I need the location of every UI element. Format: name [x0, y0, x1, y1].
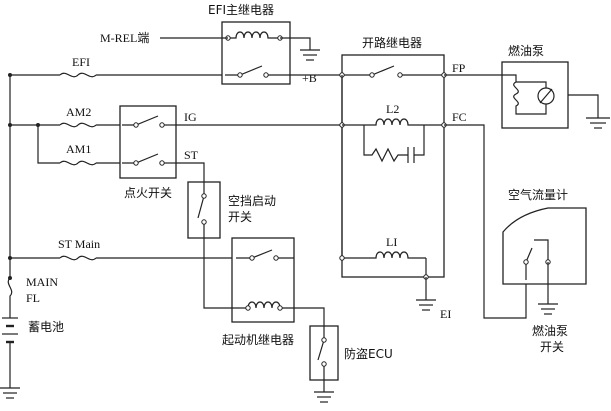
ignition-switch-label: 点火开关 [124, 186, 172, 200]
ignition-switch-st-contact [122, 153, 176, 166]
ignition-switch-ig-contact [122, 115, 176, 128]
battery-symbol [2, 317, 18, 344]
immobilizer-ground-icon [314, 391, 334, 403]
st-label: ST [184, 148, 199, 162]
starter-relay-switch [236, 249, 294, 261]
b-plus-label: +B [302, 71, 317, 85]
fc-label: FC [452, 110, 467, 124]
fuel-pump-switch-contact [523, 239, 551, 304]
battery-label: 蓄电池 [28, 320, 64, 334]
am1-fuse-label: AM1 [66, 142, 91, 156]
airflow-meter-label: 空气流量计 [508, 187, 568, 202]
am2-fuse-label: AM2 [66, 105, 91, 119]
fc-wire [444, 124, 527, 319]
starter-relay-coil [236, 301, 292, 311]
fuel-pump-label: 燃油泵 [508, 43, 544, 58]
l2-label: L2 [386, 102, 399, 116]
circuit-opening-relay [341, 54, 445, 278]
starter-relay-label: 起动机继电器 [222, 333, 294, 347]
fuel-pump-switch-ground-icon [538, 303, 558, 315]
l2-rc-snubber [363, 125, 425, 163]
m-rel-label: M-REL端 [100, 31, 149, 45]
neutral-start-switch-contact [197, 182, 207, 238]
l1-coil [339, 251, 426, 261]
st-main-fuse [59, 255, 97, 261]
main-fl-label-2: FL [26, 291, 40, 305]
ig-label: IG [184, 110, 197, 124]
am1-fuse [59, 160, 97, 166]
st-main-label: ST Main [58, 237, 100, 251]
ignition-switch [119, 105, 177, 179]
airflow-meter [502, 207, 587, 285]
circuit-opening-relay-label: 开路继电器 [362, 35, 422, 50]
fuel-pump-switch-label-1: 燃油泵 [532, 323, 568, 338]
ei-label: EI [440, 307, 451, 321]
efi-relay-ground-icon [300, 49, 320, 61]
battery-ground-icon [0, 387, 20, 399]
efi-relay-switch [225, 65, 290, 78]
immobilizer-ecu-label: 防盗ECU [344, 346, 393, 361]
circuit-opening-relay-switch [339, 65, 447, 78]
fuel-pump-ground-icon [586, 117, 610, 129]
fuel-pump [501, 61, 569, 129]
fp-label: FP [452, 61, 466, 75]
main-fl-fuse [7, 276, 13, 302]
l1-label: LI [386, 235, 397, 249]
am2-fuse [59, 122, 97, 128]
efi-fuse [59, 72, 97, 78]
st-wire [176, 162, 205, 182]
immobilizer-ecu-contact [317, 326, 327, 380]
neutral-start-label-1: 空挡启动 [228, 194, 276, 208]
fuel-pump-motor-icon [502, 74, 555, 115]
neutral-start-label-2: 开关 [228, 210, 252, 224]
ei-ground-icon [416, 299, 436, 311]
main-fl-label-1: MAIN [26, 275, 58, 289]
efi-relay-label: EFI主继电器 [208, 3, 274, 17]
efi-fuse-label: EFI [72, 55, 90, 69]
starter-relay [231, 237, 295, 323]
am1-branch-wire [37, 125, 60, 164]
fuel-pump-switch-label-2: 开关 [540, 340, 564, 354]
